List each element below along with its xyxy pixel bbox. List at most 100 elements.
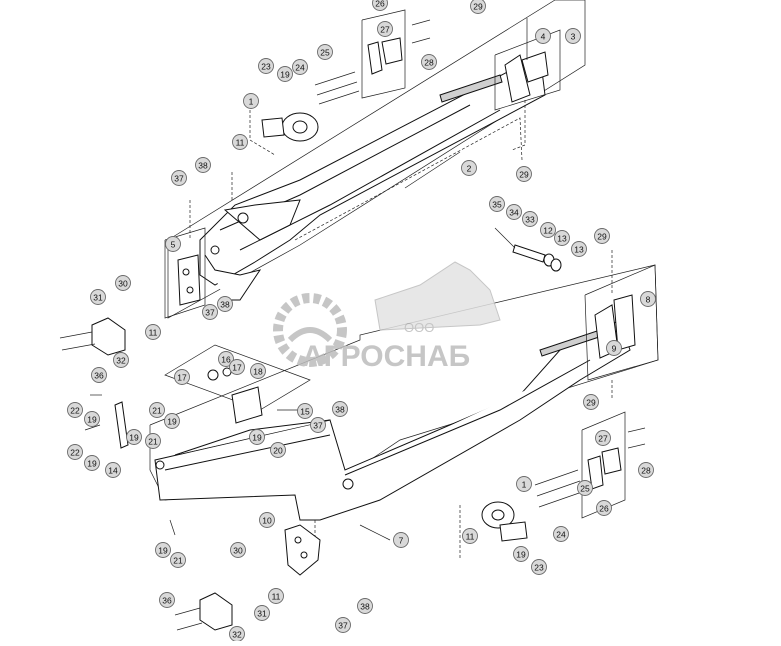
- callout-number: 32: [232, 630, 242, 640]
- watermark-brand: АГРОСНАБ: [302, 340, 470, 373]
- callout-35: 35: [489, 196, 505, 212]
- callout-21: 21: [145, 433, 161, 449]
- callout-number: 22: [70, 448, 80, 458]
- block-32-lower: [174, 592, 233, 631]
- callout-5: 5: [165, 236, 181, 252]
- callout-31: 31: [90, 289, 106, 305]
- callout-bubble: [594, 228, 610, 244]
- callout-1: 1: [516, 476, 532, 492]
- watermark-small-text: ООО: [404, 320, 434, 335]
- callout-14: 14: [105, 462, 121, 478]
- callout-23: 23: [531, 559, 547, 575]
- callout-bubble: [171, 170, 187, 186]
- callout-bubble: [165, 236, 181, 252]
- callout-number: 23: [534, 563, 544, 573]
- callout-bubble: [174, 369, 190, 385]
- callout-bubble: [577, 480, 593, 496]
- callout-bubble: [164, 413, 180, 429]
- callout-37: 37: [310, 417, 326, 433]
- callout-bubble: [393, 532, 409, 548]
- callout-number: 11: [236, 138, 245, 148]
- callout-22: 22: [67, 402, 83, 418]
- callout-bubble: [357, 598, 373, 614]
- callout-bubble: [554, 230, 570, 246]
- callout-bubble: [595, 430, 611, 446]
- callout-number: 2: [467, 164, 472, 174]
- callout-bubble: [640, 291, 656, 307]
- callout-bubble: [516, 476, 532, 492]
- callout-bubble: [149, 402, 165, 418]
- callout-32: 32: [229, 626, 245, 642]
- callout-bubble: [421, 54, 437, 70]
- callout-11: 11: [268, 588, 284, 604]
- callout-18: 18: [250, 363, 266, 379]
- callout-number: 14: [108, 466, 118, 476]
- callout-bubble: [90, 289, 106, 305]
- callout-number: 37: [313, 421, 323, 431]
- callout-29: 29: [470, 0, 486, 14]
- callout-37: 37: [335, 617, 351, 633]
- callout-bubble: [218, 351, 234, 367]
- callout-bubble: [270, 442, 286, 458]
- pin-12-assembly: [494, 227, 562, 272]
- callout-number: 28: [424, 58, 434, 68]
- callout-23: 23: [258, 58, 274, 74]
- callout-30: 30: [230, 542, 246, 558]
- callout-36: 36: [159, 592, 175, 608]
- callout-number: 7: [399, 536, 404, 546]
- callout-number: 38: [198, 161, 208, 171]
- callout-bubble: [297, 403, 313, 419]
- callout-bubble: [310, 417, 326, 433]
- callout-bubble: [67, 402, 83, 418]
- callout-15: 15: [297, 403, 313, 419]
- callout-number: 37: [174, 174, 184, 184]
- callout-number: 19: [87, 459, 97, 469]
- callout-bubble: [84, 455, 100, 471]
- callout-27: 27: [377, 21, 393, 37]
- callout-10: 10: [259, 512, 275, 528]
- callout-26: 26: [372, 0, 388, 11]
- callout-bubble: [126, 429, 142, 445]
- callout-bubble: [335, 617, 351, 633]
- callout-bubble: [513, 546, 529, 562]
- callout-38: 38: [332, 401, 348, 417]
- callout-38: 38: [217, 296, 233, 312]
- callout-number: 30: [233, 546, 243, 556]
- callout-bubble: [202, 304, 218, 320]
- callout-bubble: [317, 44, 333, 60]
- callout-7: 7: [393, 532, 409, 548]
- callout-number: 26: [375, 0, 385, 9]
- callout-number: 29: [597, 232, 607, 242]
- callout-bubble: [259, 512, 275, 528]
- callout-bubble: [105, 462, 121, 478]
- bolt-row-upper: [314, 71, 360, 105]
- callout-bubble: [596, 500, 612, 516]
- callout-number: 4: [541, 32, 546, 42]
- callout-17: 17: [174, 369, 190, 385]
- bolt-row-lower: [534, 469, 583, 508]
- callout-8: 8: [640, 291, 656, 307]
- callout-bubble: [470, 0, 486, 14]
- callout-19: 19: [513, 546, 529, 562]
- callout-number: 36: [162, 596, 172, 606]
- callout-number: 19: [87, 415, 97, 425]
- callout-number: 13: [574, 245, 584, 255]
- callout-bubble: [522, 211, 538, 227]
- callout-bubble: [258, 58, 274, 74]
- callout-number: 19: [158, 546, 168, 556]
- callout-17: 17: [229, 359, 245, 375]
- callout-number: 19: [167, 417, 177, 427]
- callout-4: 4: [535, 28, 551, 44]
- callout-bubble: [170, 552, 186, 568]
- callout-11: 11: [462, 528, 478, 544]
- callout-number: 24: [556, 530, 566, 540]
- callout-number: 19: [516, 550, 526, 560]
- callout-number: 11: [466, 532, 475, 542]
- callout-bubble: [232, 134, 248, 150]
- callout-bubble: [540, 222, 556, 238]
- callout-32: 32: [113, 352, 129, 368]
- callout-number: 15: [300, 407, 310, 417]
- callout-38: 38: [357, 598, 373, 614]
- plate-15: [164, 344, 311, 424]
